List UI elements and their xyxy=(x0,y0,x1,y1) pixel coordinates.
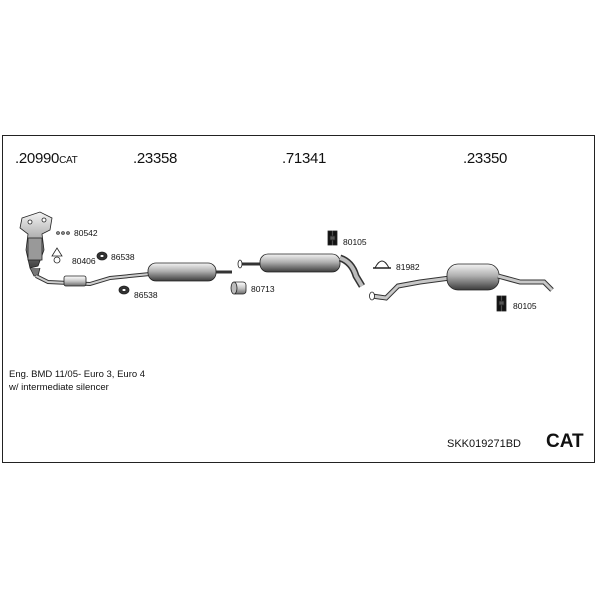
bolt-set-80542 xyxy=(56,231,70,235)
label-80105-top: 80105 xyxy=(343,237,367,247)
front-silencer xyxy=(147,262,232,282)
kit-code: SKK019271BD xyxy=(447,438,521,450)
clamp-80713 xyxy=(230,281,247,295)
part-number-suffix: CAT xyxy=(59,155,78,166)
gasket-86538-top xyxy=(96,251,108,261)
part-number-intermediate-silencer: .71341 xyxy=(282,150,326,167)
label-80713: 80713 xyxy=(251,284,275,294)
part-number-text: .23350 xyxy=(463,150,508,167)
label-80406: 80406 xyxy=(72,256,96,266)
cat-badge: CAT xyxy=(546,431,584,452)
engine-description: Eng. BMD 11/05- Euro 3, Euro 4 xyxy=(9,369,146,380)
diagram-frame xyxy=(2,135,595,463)
label-86538-top: 86538 xyxy=(111,252,135,262)
part-number-front-pipe: .23358 xyxy=(133,150,177,167)
gasket-86538-bottom xyxy=(118,285,130,295)
part-number-catalyst: .20990CAT xyxy=(15,150,78,167)
part-number-text: .71341 xyxy=(282,150,327,167)
variant-description: w/ intermediate silencer xyxy=(9,382,109,393)
rear-silencer xyxy=(369,263,554,301)
front-pipe xyxy=(35,272,151,287)
part-number-rear-silencer: .23350 xyxy=(463,150,507,167)
label-80542: 80542 xyxy=(74,228,98,238)
hanger-80105-bottom xyxy=(496,295,507,312)
part-number-text: .20990 xyxy=(15,150,60,167)
hanger-80105-top xyxy=(327,230,338,246)
label-80105-bottom: 80105 xyxy=(513,301,537,311)
clamp-81982 xyxy=(373,260,391,269)
label-81982: 81982 xyxy=(396,262,420,272)
gasket-80406 xyxy=(51,247,63,264)
part-number-text: .23358 xyxy=(133,150,178,167)
label-86538-bottom: 86538 xyxy=(134,290,158,300)
intermediate-silencer xyxy=(237,253,366,288)
catalytic-converter xyxy=(19,211,53,277)
